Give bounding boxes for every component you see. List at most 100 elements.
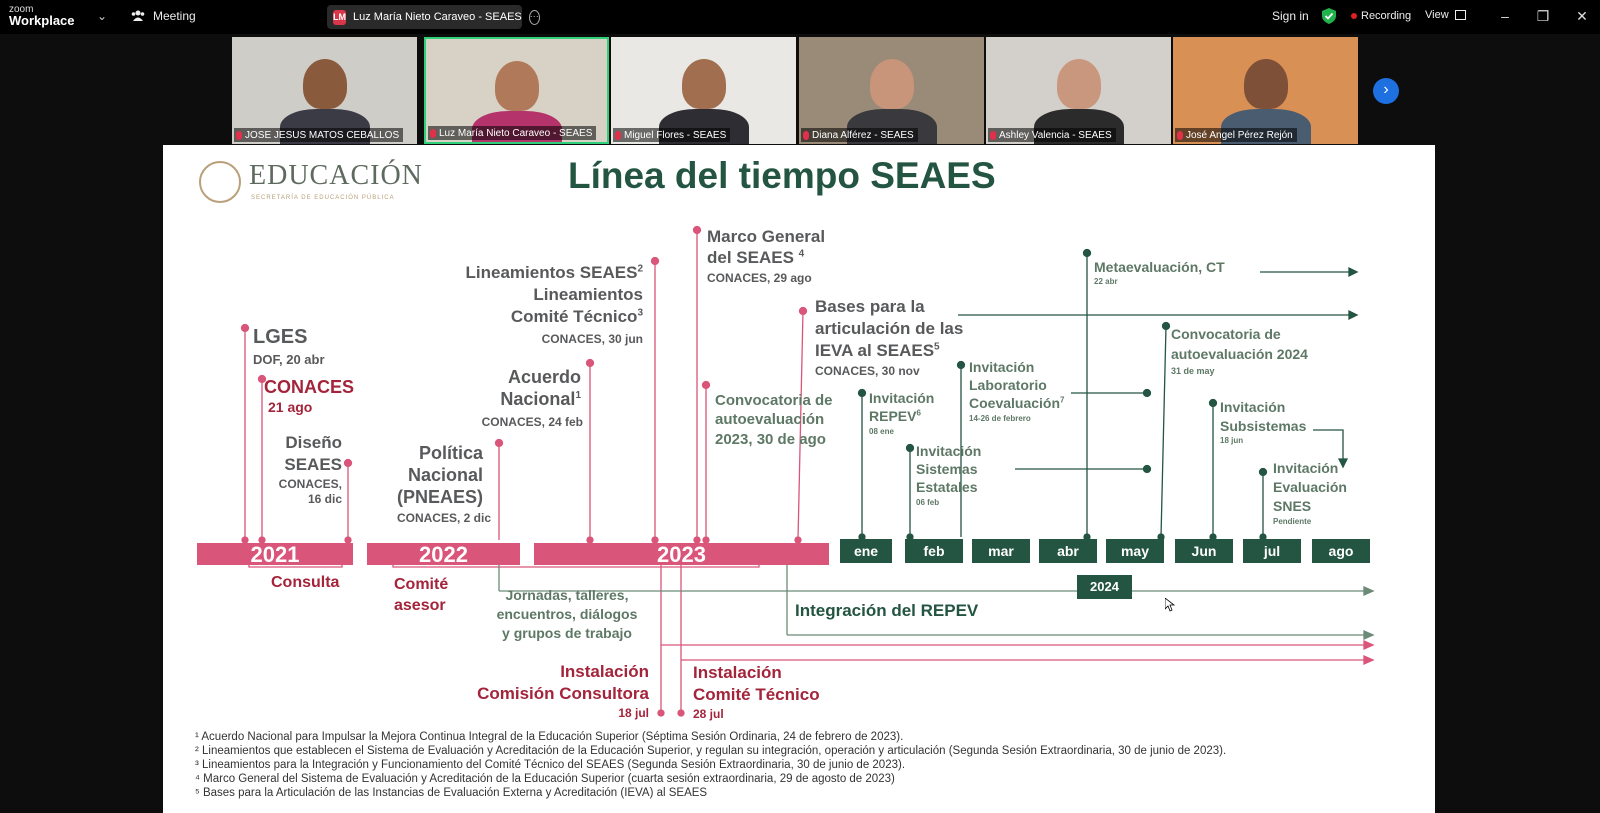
year-2024-label: 2024 bbox=[1077, 575, 1132, 599]
footnote-1: ¹ Acuerdo Nacional para Impulsar la Mejo… bbox=[195, 731, 904, 743]
jornadas-3: y grupos de trabajo bbox=[502, 625, 632, 641]
event-politica-1: Política bbox=[418, 443, 483, 463]
view-button[interactable]: View bbox=[1425, 9, 1466, 21]
participant-name-text: Luz María Nieto Caraveo - SEAES bbox=[439, 127, 593, 139]
participant-name: JOSE JESUS MATOS CEBALLOS bbox=[234, 128, 404, 142]
participant-tile[interactable]: Ashley Valencia - SEAES bbox=[986, 37, 1171, 144]
jornadas-2: encuentros, diálogos bbox=[496, 606, 638, 622]
year-bar-2021: 2021 bbox=[197, 543, 353, 567]
event-politica-date: CONACES, 2 dic bbox=[396, 511, 491, 525]
event-diseno-date-1: CONACES, bbox=[278, 477, 342, 491]
event-meta-date: 22 abr bbox=[1094, 277, 1118, 286]
comision-date: 18 jul bbox=[618, 706, 649, 720]
year-bar-2022: 2022 bbox=[367, 543, 520, 567]
event-conv2024-1: Convocatoria de bbox=[1171, 326, 1281, 342]
event-acuerdo-1: Acuerdo bbox=[507, 367, 581, 387]
more-icon[interactable]: ··· bbox=[528, 9, 540, 25]
event-sistemas-2: Sistemas bbox=[916, 461, 978, 477]
participant-avatar bbox=[681, 59, 726, 109]
consulta-label: Consulta bbox=[271, 574, 340, 591]
participant-name-text: Ashley Valencia - SEAES bbox=[999, 129, 1112, 141]
event-politica-3: (PNEAES) bbox=[396, 487, 483, 507]
participant-gallery: JOSE JESUS MATOS CEBALLOS Luz María Nieto… bbox=[0, 34, 1600, 144]
close-button[interactable]: ✕ bbox=[1576, 8, 1588, 24]
comite-asesor-2: asesor bbox=[394, 597, 446, 614]
event-conaces-date: 21 ago bbox=[268, 399, 313, 415]
recording-label: Recording bbox=[1361, 10, 1412, 22]
event-bases-1: Bases para la bbox=[815, 297, 925, 316]
footnote-2: ² Lineamientos que establecen el Sistema… bbox=[195, 745, 1227, 757]
year-bar-2023: 2023 bbox=[534, 543, 829, 567]
avatar: LM bbox=[333, 9, 346, 25]
event-snes-1: Invitación bbox=[1273, 460, 1339, 476]
month-feb: feb bbox=[905, 539, 963, 563]
event-marco-date: CONACES, 29 ago bbox=[707, 271, 812, 285]
participant-name: José Angel Pérez Rejón bbox=[1175, 128, 1297, 142]
event-diseno-date-2: 16 dic bbox=[307, 492, 342, 506]
muted-mic-icon bbox=[615, 130, 621, 140]
sign-in-button[interactable]: Sign in bbox=[1272, 9, 1309, 23]
integracion-repev: Integración del REPEV bbox=[795, 601, 979, 620]
muted-mic-icon bbox=[430, 128, 436, 138]
mouse-cursor-icon bbox=[1165, 598, 1175, 612]
event-lab-date: 14-26 de febrero bbox=[969, 414, 1031, 423]
restore-button[interactable]: ❐ bbox=[1536, 8, 1550, 24]
participant-avatar bbox=[1056, 59, 1101, 109]
participant-avatar bbox=[869, 59, 914, 109]
shield-icon[interactable] bbox=[1322, 8, 1336, 24]
event-lineamientos-date: CONACES, 30 jun bbox=[541, 332, 643, 346]
event-snes-date: Pendiente bbox=[1273, 517, 1312, 526]
event-lab-3: Coevaluación7 bbox=[969, 395, 1065, 411]
month-ago: ago bbox=[1312, 539, 1370, 563]
event-bases-date: CONACES, 30 nov bbox=[815, 364, 920, 378]
event-sistemas-1: Invitación bbox=[916, 443, 982, 459]
event-conv2023-3: 2023, 30 de ago bbox=[715, 431, 826, 448]
muted-mic-icon bbox=[803, 130, 809, 140]
muted-mic-icon bbox=[990, 130, 996, 140]
view-label: View bbox=[1425, 9, 1449, 21]
meeting-label: Meeting bbox=[153, 9, 196, 23]
month-jul: jul bbox=[1243, 539, 1301, 563]
title-bar: zoom Workplace ⌄ Meeting LM Luz María Ni… bbox=[0, 0, 1600, 34]
event-sistemas-3: Estatales bbox=[916, 479, 978, 495]
event-repev-1: Invitación bbox=[869, 390, 935, 406]
participant-name-text: José Angel Pérez Rejón bbox=[1186, 129, 1293, 141]
participant-tile[interactable]: Luz María Nieto Caraveo - SEAES bbox=[424, 37, 609, 144]
participant-name-text: JOSE JESUS MATOS CEBALLOS bbox=[245, 129, 400, 141]
event-diseno-1: Diseño bbox=[285, 433, 342, 452]
participant-avatar bbox=[1243, 59, 1288, 109]
muted-mic-icon bbox=[1177, 130, 1183, 140]
logo-text: EDUCACIÓN bbox=[249, 160, 423, 191]
participant-tile[interactable]: Miguel Flores - SEAES bbox=[611, 37, 796, 144]
next-page-button[interactable]: › bbox=[1373, 78, 1399, 104]
meeting-button[interactable]: Meeting bbox=[131, 9, 196, 23]
participant-tile[interactable]: José Angel Pérez Rejón bbox=[1173, 37, 1358, 144]
event-lineamientos-2: Lineamientos bbox=[533, 285, 643, 304]
participant-tile[interactable]: JOSE JESUS MATOS CEBALLOS bbox=[232, 37, 417, 144]
participant-tile[interactable]: Diana Alférez - SEAES bbox=[799, 37, 984, 144]
event-snes-3: SNES bbox=[1273, 498, 1312, 514]
month-abr: abr bbox=[1039, 539, 1097, 563]
event-politica-2: Nacional bbox=[407, 465, 483, 485]
minimize-button[interactable]: – bbox=[1501, 8, 1509, 24]
participant-name: Ashley Valencia - SEAES bbox=[988, 128, 1116, 142]
event-subs-1: Invitación bbox=[1220, 399, 1286, 415]
recording-indicator[interactable]: Recording bbox=[1351, 10, 1411, 22]
muted-mic-icon bbox=[236, 130, 242, 140]
footnote-4: ⁴ Marco General del Sistema de Evaluació… bbox=[195, 773, 895, 785]
month-ene: ene bbox=[840, 539, 892, 563]
chevron-down-icon[interactable]: ⌄ bbox=[97, 9, 108, 23]
event-conv2023-1: Convocatoria de bbox=[715, 392, 833, 409]
event-lab-1: Invitación bbox=[969, 359, 1035, 375]
event-lges: LGES bbox=[253, 326, 308, 348]
logo-line1: zoom bbox=[9, 4, 34, 15]
footnote-5: ⁵ Bases para la Articulación de las Inst… bbox=[195, 787, 708, 799]
event-lineamientos-1: Lineamientos SEAES2 bbox=[465, 263, 644, 282]
event-meta: Metaevaluación, CT bbox=[1094, 259, 1225, 275]
month-mar: mar bbox=[972, 539, 1030, 563]
event-conv2024-date: 31 de may bbox=[1171, 366, 1215, 376]
meeting-tab[interactable]: LM Luz María Nieto Caraveo - SEAES ··· bbox=[327, 5, 540, 29]
zoom-workplace-logo[interactable]: zoom Workplace bbox=[9, 4, 75, 27]
logo-subtitle: SECRETARÍA DE EDUCACIÓN PÚBLICA bbox=[251, 195, 395, 201]
participant-name-text: Diana Alférez - SEAES bbox=[812, 129, 914, 141]
